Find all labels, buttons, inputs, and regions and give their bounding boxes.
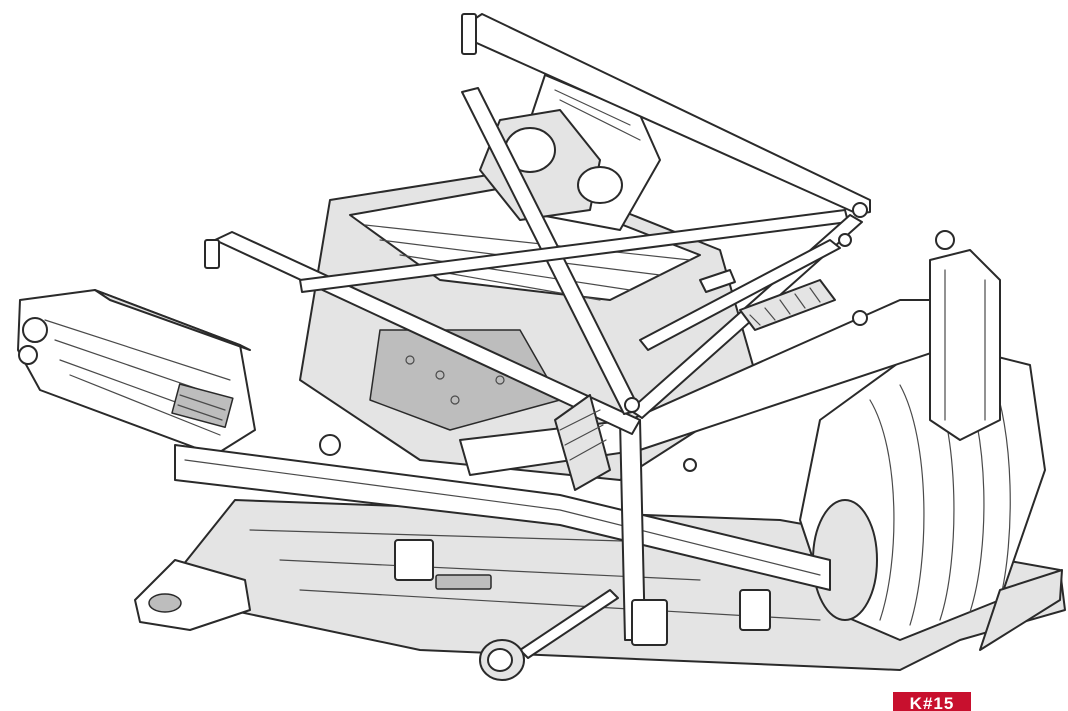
tow-hook-bumper — [479, 589, 619, 681]
badge-background — [893, 692, 971, 711]
intake-plenum — [479, 74, 661, 231]
suspension-struts — [554, 269, 836, 491]
transmission-gearbox — [17, 289, 256, 456]
lower-mounts — [394, 539, 771, 646]
hub-bolts — [319, 202, 955, 472]
page-badge: K#15 — [909, 694, 955, 711]
